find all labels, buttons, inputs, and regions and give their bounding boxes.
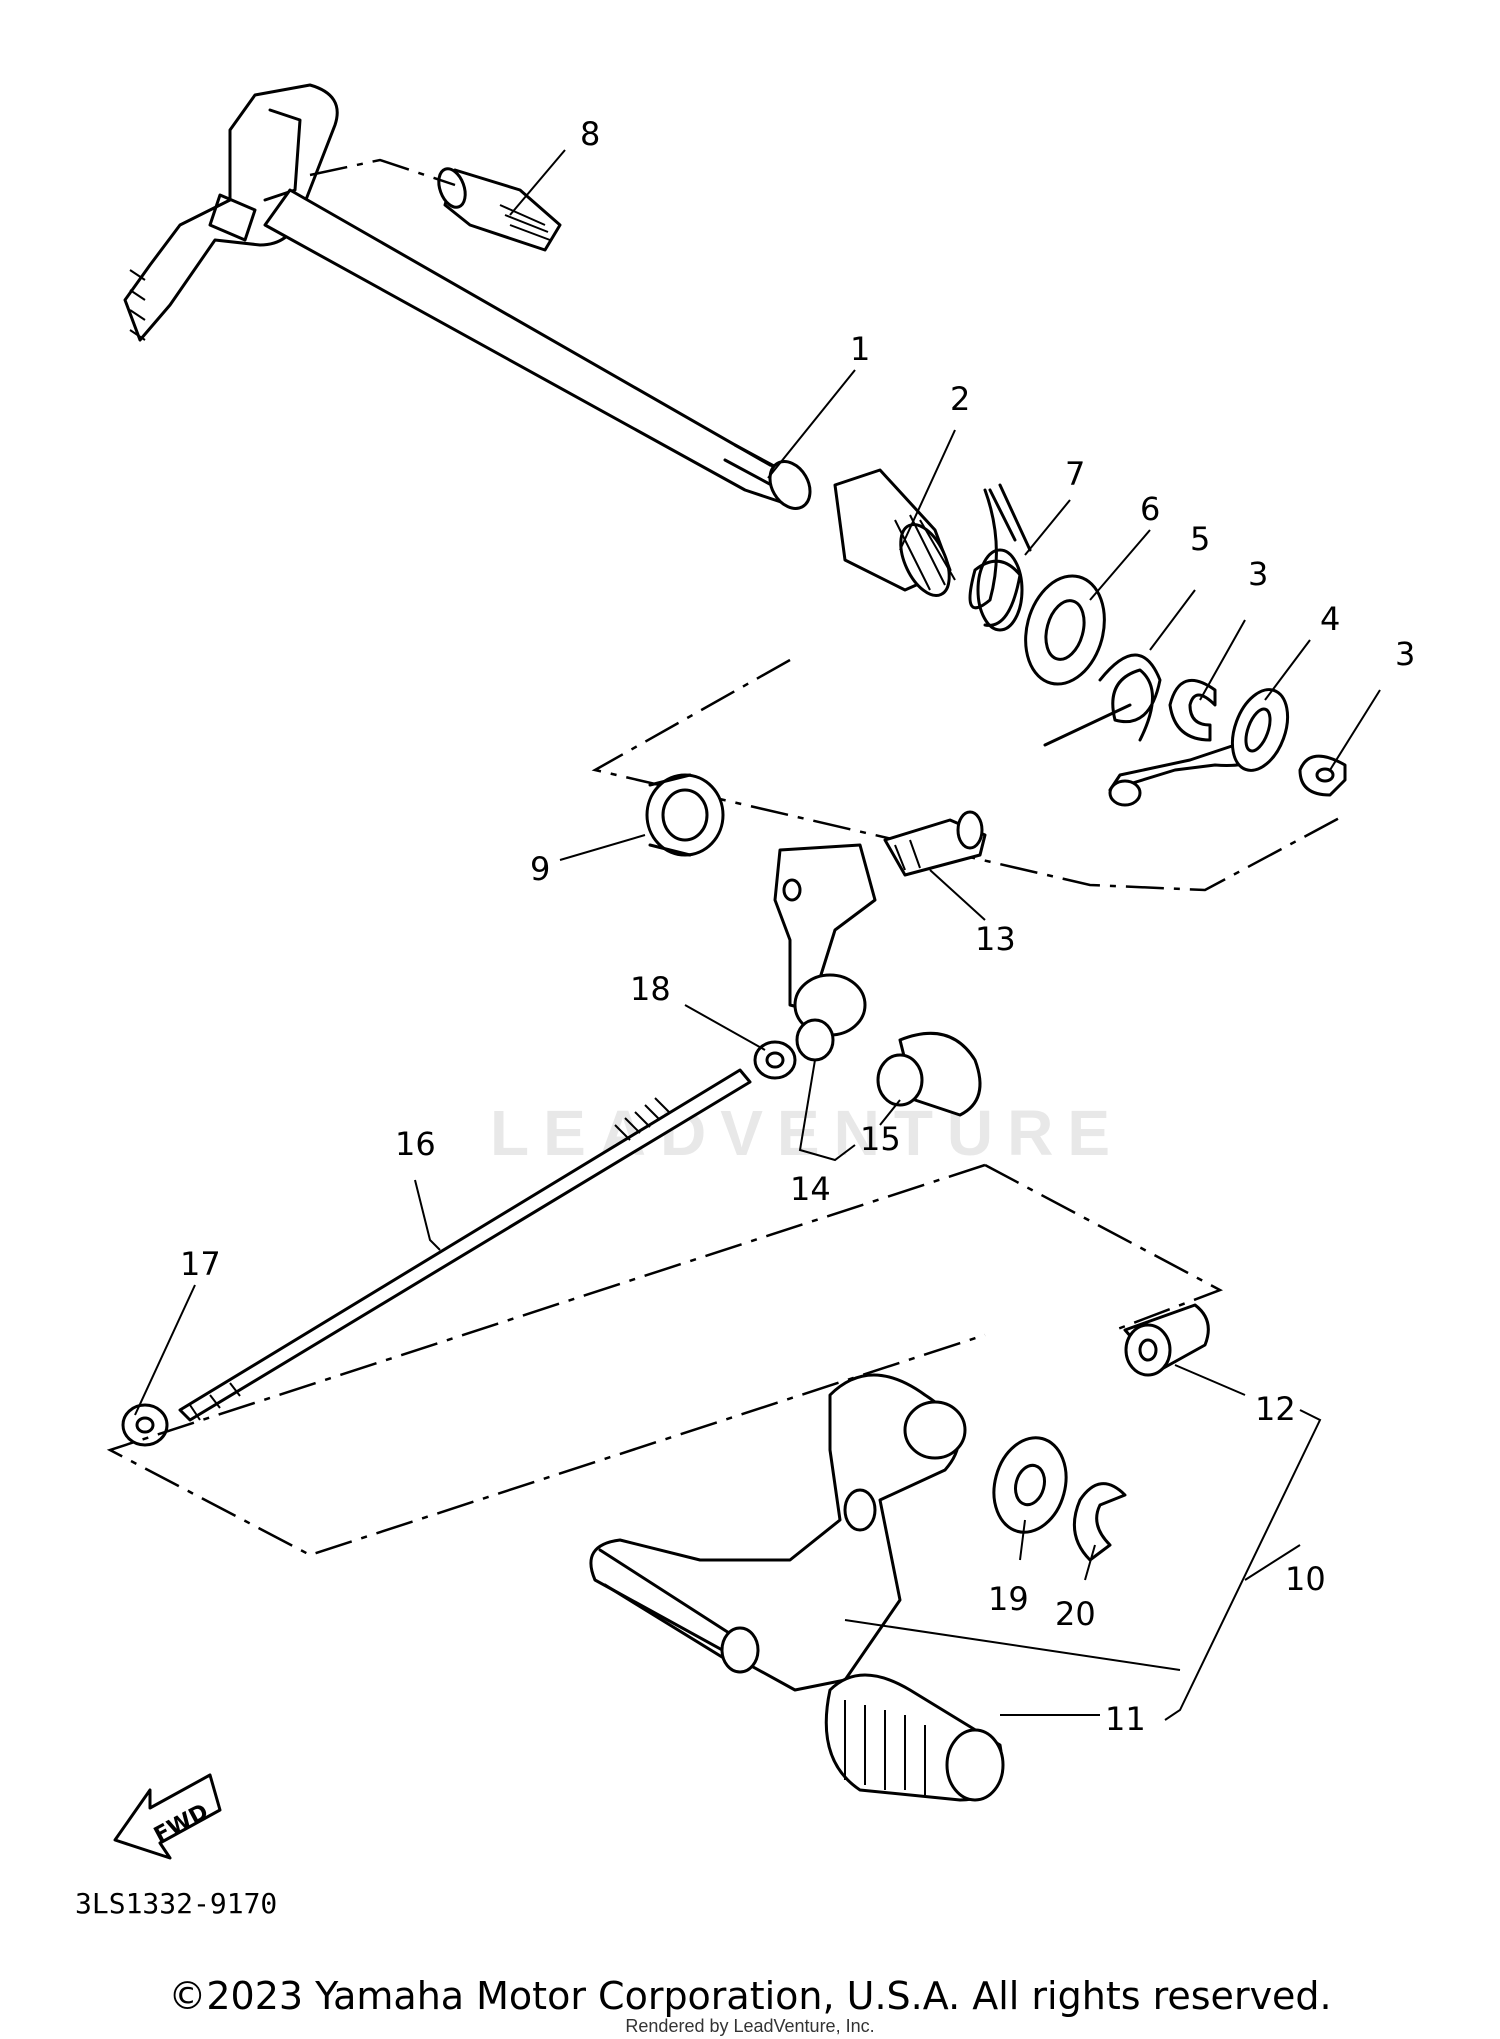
- callout-13: 13: [975, 920, 1016, 958]
- drawing-code: 3LS1332-9170: [75, 1887, 277, 1920]
- nut-part-17: [121, 1403, 169, 1447]
- callout-10: 10: [1285, 1560, 1326, 1598]
- watermark-text: LEADVENTURE: [490, 1097, 1124, 1169]
- shift-pedal-part-10: [589, 1373, 967, 1692]
- callout-16: 16: [395, 1125, 436, 1163]
- callout-19: 19: [988, 1580, 1029, 1618]
- shift-shaft-part: [123, 83, 812, 510]
- shift-arm-part-14: [773, 843, 877, 1062]
- washer-part-19: [992, 1436, 1068, 1534]
- callout-3a: 3: [1248, 555, 1268, 593]
- callout-7: 7: [1065, 455, 1085, 493]
- pedal-rubber-part-11: [824, 1673, 1005, 1802]
- callout-3b: 3: [1395, 635, 1415, 673]
- callout-6: 6: [1140, 490, 1160, 528]
- spring-part-7: [968, 483, 1032, 632]
- callout-12: 12: [1255, 1390, 1296, 1428]
- bolt-part-13: [883, 810, 987, 877]
- callout-2: 2: [950, 380, 970, 418]
- callout-8: 8: [580, 115, 600, 153]
- joint-part-12: [1123, 1303, 1210, 1377]
- callout-20: 20: [1055, 1595, 1096, 1633]
- copyright-text: ©2023 Yamaha Motor Corporation, U.S.A. A…: [168, 1974, 1332, 2018]
- callout-18: 18: [630, 970, 671, 1008]
- callout-1: 1: [850, 330, 870, 368]
- washer-part-6: [1024, 574, 1106, 686]
- circlip-part-3a: [1168, 679, 1217, 742]
- tie-rod-part-16: [178, 1068, 752, 1422]
- e-clip-part-20: [1072, 1482, 1127, 1562]
- bearing-part-9: [645, 773, 725, 857]
- ball-joint-part-15: [876, 1031, 982, 1117]
- callout-17: 17: [180, 1245, 221, 1283]
- callout-4: 4: [1320, 600, 1340, 638]
- callout-5: 5: [1190, 520, 1210, 558]
- rendered-by-text: Rendered by LeadVenture, Inc.: [625, 2016, 875, 2036]
- circlip-part-3b: [1298, 754, 1347, 797]
- leader-lines: [134, 149, 1381, 1721]
- callout-15: 15: [860, 1120, 901, 1158]
- bolt-part-8: [437, 167, 562, 252]
- stopper-lever-part-4: [1108, 688, 1290, 807]
- callout-14: 14: [790, 1170, 831, 1208]
- fwd-arrow-icon: FWD: [113, 1773, 222, 1860]
- spring-part-5: [1043, 653, 1162, 747]
- callout-11: 11: [1105, 1700, 1146, 1738]
- callout-9: 9: [530, 850, 550, 888]
- collar-part-2: [833, 468, 956, 597]
- nut-part-18: [753, 1040, 797, 1080]
